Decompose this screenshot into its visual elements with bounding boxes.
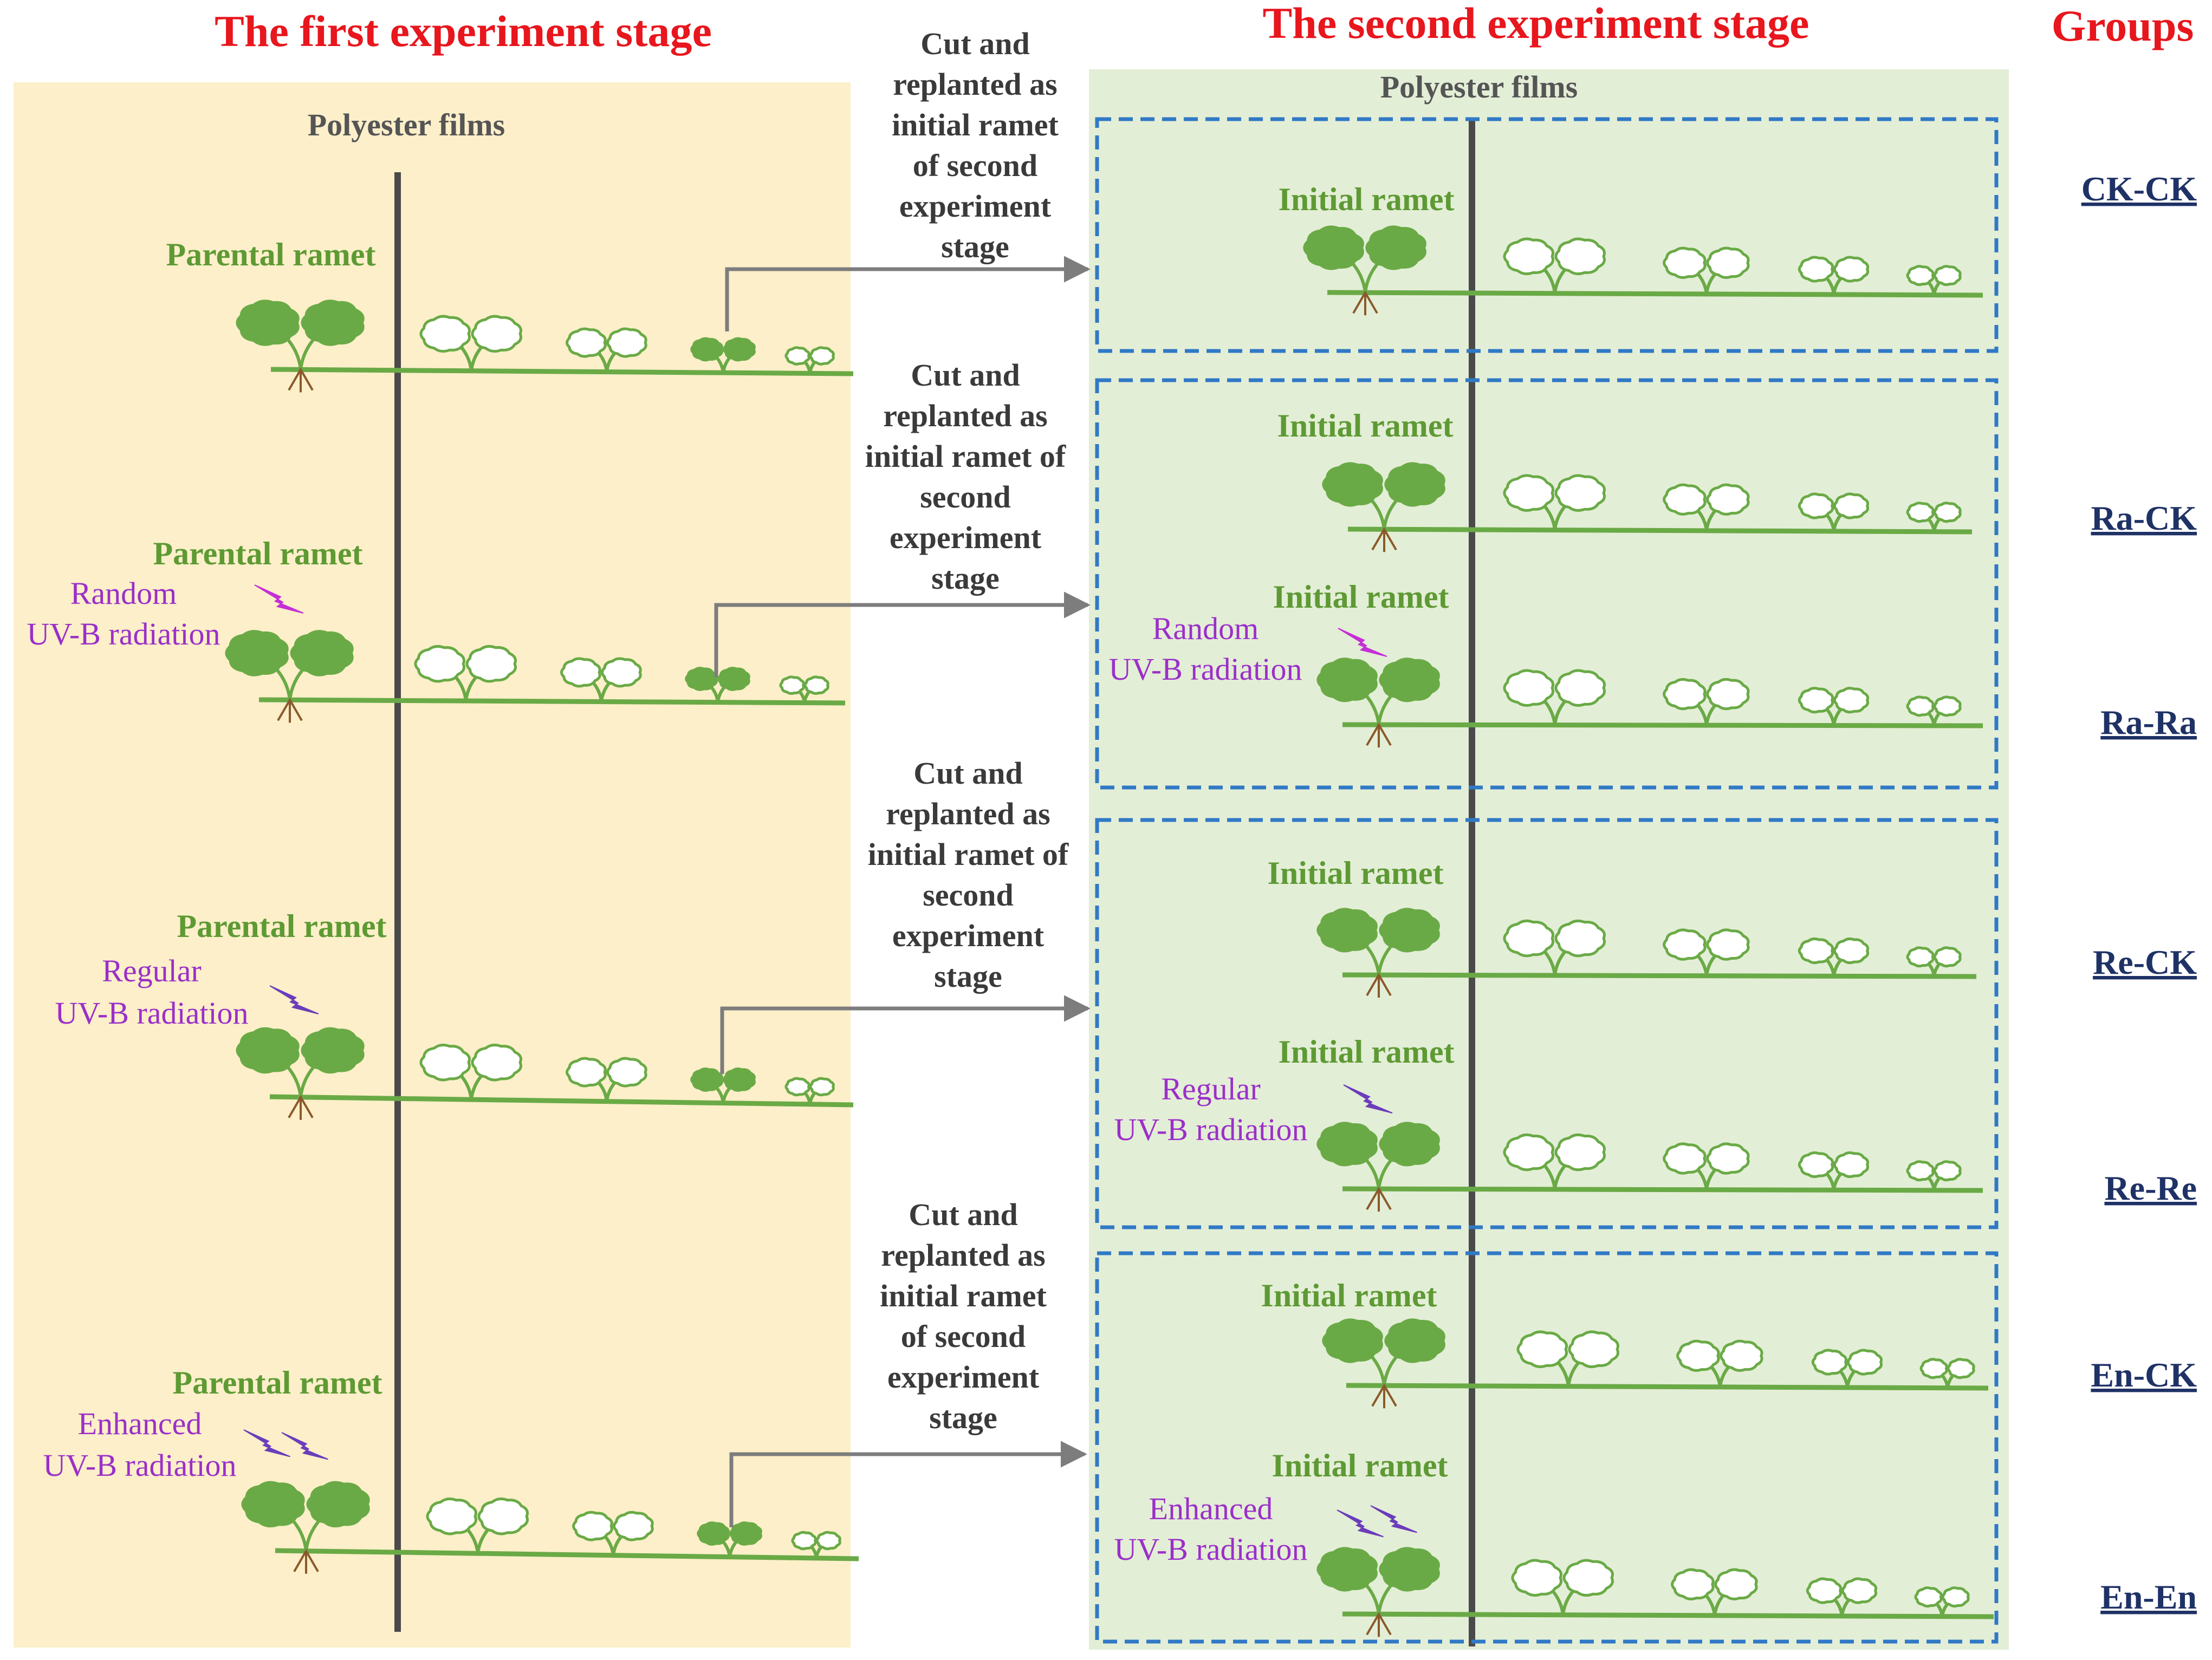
enhanced-uvb-label: UV-B radiation xyxy=(43,1448,236,1483)
parental-ramet-label: Parental ramet xyxy=(153,536,362,571)
svg-text:experiment: experiment xyxy=(899,188,1052,224)
ramet-row xyxy=(1316,908,1977,998)
random-uvb-label: Random xyxy=(70,576,177,611)
lightning-icon xyxy=(1337,1509,1384,1538)
group-box-random xyxy=(1095,378,1999,790)
initial-ramet-label: Initial ramet xyxy=(1273,579,1449,615)
svg-text:replanted as: replanted as xyxy=(883,398,1047,433)
lightning-icon xyxy=(1343,1084,1393,1114)
svg-text:stage: stage xyxy=(929,1400,997,1435)
groups-title: Groups xyxy=(2052,1,2194,50)
initial-ramet-label: Initial ramet xyxy=(1261,1278,1437,1313)
regular-uvb-label: Regular xyxy=(102,953,202,988)
lightning-icon xyxy=(1338,628,1387,657)
transfer-arrow xyxy=(714,591,1091,677)
svg-text:initial ramet of: initial ramet of xyxy=(868,837,1069,872)
group-box-ck xyxy=(1095,117,1999,353)
polyester-films-label-first: Polyester films xyxy=(308,107,505,142)
group-label-re-ck: Re-CK xyxy=(2093,943,2197,981)
group-box-enhanced xyxy=(1095,1251,1999,1644)
second-stage-panel xyxy=(1089,69,2009,1650)
group-label-en-ck: En-CK xyxy=(2091,1356,2197,1394)
random-uvb-label: Random xyxy=(1152,611,1259,646)
enhanced-uvb-label: UV-B radiation xyxy=(1114,1532,1307,1567)
transfer-arrow xyxy=(720,995,1091,1074)
svg-text:replanted as: replanted as xyxy=(893,67,1057,102)
group-box-regular xyxy=(1095,818,1999,1229)
ramet-row xyxy=(225,630,846,723)
uv-lightning-icons xyxy=(243,584,1417,1538)
regular-uvb-label: UV-B radiation xyxy=(55,995,248,1031)
enhanced-uvb-label: Enhanced xyxy=(78,1406,202,1441)
regular-uvb-label: Regular xyxy=(1161,1071,1261,1106)
enhanced-uvb-label: Enhanced xyxy=(1149,1491,1273,1526)
second-stage-title: The second experiment stage xyxy=(1263,0,1809,48)
cut-note: Cut and replanted as initial ramet of se… xyxy=(868,756,1069,994)
cut-note: Cut and replanted as initial ramet of se… xyxy=(880,1197,1047,1435)
lightning-icon xyxy=(269,985,319,1014)
svg-text:stage: stage xyxy=(931,561,1000,596)
svg-text:initial ramet of: initial ramet of xyxy=(865,439,1066,474)
first-stage-title: The first experiment stage xyxy=(215,6,712,56)
ramet-row xyxy=(1316,1122,1983,1212)
ramet-row xyxy=(1316,1547,1994,1637)
svg-text:Cut and: Cut and xyxy=(913,756,1022,791)
ramet-row xyxy=(241,1481,859,1574)
transfer-arrow xyxy=(725,256,1091,331)
initial-ramet-label: Initial ramet xyxy=(1268,855,1444,891)
plant-rows xyxy=(225,225,1994,1637)
initial-ramet-label: Initial ramet xyxy=(1279,1034,1455,1070)
svg-text:initial ramet: initial ramet xyxy=(892,107,1059,142)
svg-text:stage: stage xyxy=(934,959,1002,994)
parental-ramet-label: Parental ramet xyxy=(177,908,386,944)
svg-text:stage: stage xyxy=(941,229,1009,264)
svg-text:replanted as: replanted as xyxy=(881,1238,1045,1273)
lightning-icon xyxy=(254,584,304,614)
polyester-films-label-second: Polyester films xyxy=(1380,69,1578,105)
ramet-row xyxy=(1316,658,1983,748)
polyester-film-line-first xyxy=(394,172,401,1632)
cut-note: Cut and replanted as initial ramet of se… xyxy=(892,26,1059,264)
svg-text:Cut and: Cut and xyxy=(911,357,1020,393)
svg-text:replanted as: replanted as xyxy=(886,796,1050,831)
ramet-row xyxy=(1303,225,1983,316)
parental-ramet-label: Parental ramet xyxy=(166,237,375,272)
initial-ramet-label: Initial ramet xyxy=(1279,181,1455,217)
svg-text:experiment: experiment xyxy=(890,520,1042,555)
svg-text:of second: of second xyxy=(913,148,1037,183)
svg-text:second: second xyxy=(920,479,1011,515)
ramet-row xyxy=(1322,462,1973,552)
group-label-ra-ra: Ra-Ra xyxy=(2100,703,2197,741)
cut-note: Cut and replanted as initial ramet of se… xyxy=(865,357,1066,596)
svg-text:initial ramet: initial ramet xyxy=(880,1278,1047,1313)
group-label-re-re: Re-Re xyxy=(2104,1169,2197,1207)
initial-ramet-label: Initial ramet xyxy=(1272,1448,1448,1483)
svg-text:Cut and: Cut and xyxy=(920,26,1029,61)
svg-text:second: second xyxy=(923,877,1014,913)
transfer-arrow xyxy=(729,1441,1087,1527)
svg-text:experiment: experiment xyxy=(887,1359,1040,1395)
ramet-row xyxy=(236,1027,854,1120)
regular-uvb-label: UV-B radiation xyxy=(1114,1112,1307,1147)
group-label-en-en: En-En xyxy=(2100,1578,2197,1616)
random-uvb-label: UV-B radiation xyxy=(1108,652,1302,687)
svg-text:Cut and: Cut and xyxy=(909,1197,1017,1232)
lightning-icon xyxy=(281,1432,328,1460)
random-uvb-label: UV-B radiation xyxy=(27,616,220,652)
parental-ramet-label: Parental ramet xyxy=(172,1365,382,1401)
group-label-ck-ck: CK-CK xyxy=(2081,170,2197,208)
polyester-film-line-second xyxy=(1469,118,1475,1646)
lightning-icon xyxy=(1370,1505,1417,1533)
group-label-ra-ck: Ra-CK xyxy=(2091,499,2197,537)
ramet-row xyxy=(1322,1318,1989,1409)
svg-text:experiment: experiment xyxy=(892,918,1045,953)
svg-text:of second: of second xyxy=(901,1319,1026,1354)
lightning-icon xyxy=(243,1429,290,1457)
ramet-row xyxy=(236,300,854,393)
initial-ramet-label: Initial ramet xyxy=(1277,408,1454,444)
